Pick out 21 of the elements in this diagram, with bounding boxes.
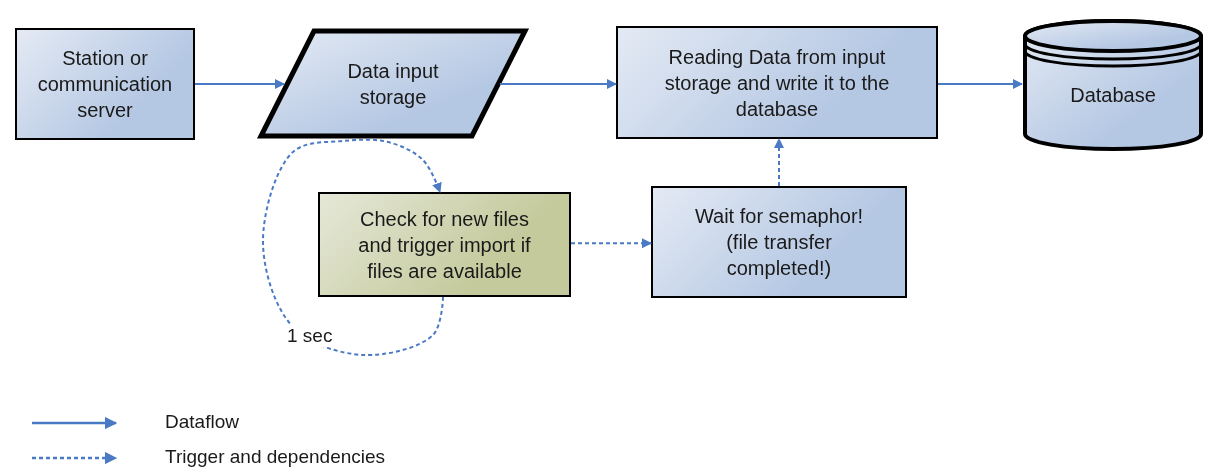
node-label: Wait for semaphor! (file transfer completed!) xyxy=(693,204,865,281)
node-label: Data input storage xyxy=(346,58,440,110)
process-box xyxy=(15,28,195,140)
arrow xyxy=(570,238,652,249)
node-label: Reading Data from input storage and write it to the database xyxy=(663,44,891,122)
arrow xyxy=(194,79,285,89)
process-box xyxy=(616,26,938,139)
edge-label: 1 sec xyxy=(285,325,335,347)
arrow xyxy=(937,79,1023,89)
legend-label: Trigger and dependencies xyxy=(165,446,386,468)
database-cylinder xyxy=(1022,18,1204,152)
node-label: Station or communication server xyxy=(36,46,174,123)
arrow xyxy=(499,79,617,89)
node-label: Database xyxy=(1070,83,1156,108)
legend-label: Dataflow xyxy=(165,411,239,433)
arrow xyxy=(774,138,784,187)
process-box xyxy=(651,186,907,298)
data-storage-parallelogram xyxy=(258,28,528,139)
process-box xyxy=(318,192,571,297)
node-label: Check for new files and trigger import if files are available xyxy=(357,206,532,284)
arrow xyxy=(262,138,444,357)
